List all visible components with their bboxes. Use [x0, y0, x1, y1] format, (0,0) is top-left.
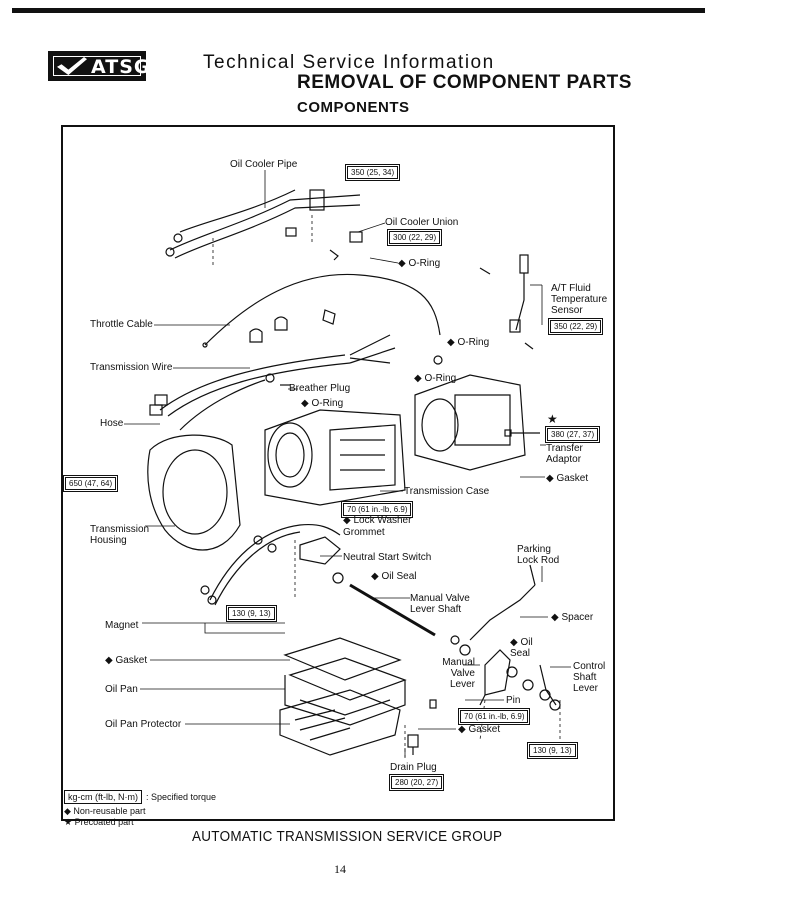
label-grommet: Grommet [343, 527, 385, 538]
footer-org: AUTOMATIC TRANSMISSION SERVICE GROUP [192, 828, 503, 845]
diagram-frame [61, 125, 615, 821]
label-oil-seal: ◆ Oil Seal [510, 637, 533, 659]
label-breather-plug: Breather Plug [289, 383, 351, 394]
label-drain-plug: Drain Plug [390, 762, 437, 773]
torque-box: 300 (22, 29) [387, 229, 443, 246]
label-throttle-cable: Throttle Cable [90, 319, 153, 330]
label-o-ring: ◆ O-Ring [398, 258, 441, 269]
label-oil-pan: Oil Pan [105, 684, 138, 695]
label-gasket: ◆ Gasket [105, 655, 148, 666]
label-gasket: ◆ Gasket [458, 724, 501, 735]
label-o-ring: ◆ O-Ring [447, 337, 490, 348]
label-neutral-start-switch: Neutral Start Switch [343, 552, 432, 563]
legend: kg-cm (ft-lb, N·m) : Specified torque ◆ … [64, 790, 216, 828]
top-rule [12, 8, 705, 13]
legend-precoated: ★ Precoated part [64, 817, 134, 827]
label-o-ring: ◆ O-Ring [414, 373, 457, 384]
atsg-logo: ATSG [48, 51, 149, 81]
label-transmission-housing: Transmission Housing [90, 524, 150, 546]
legend-unit-box: kg-cm (ft-lb, N·m) [64, 790, 142, 804]
label-magnet: Magnet [105, 620, 139, 631]
precoat-star: ★ [547, 412, 558, 426]
header-section: COMPONENTS [297, 99, 410, 116]
label-oil-seal: ◆ Oil Seal [371, 571, 417, 582]
torque-box: 280 (20, 27) [389, 774, 445, 791]
label-control-shaft-lever: Control Shaft Lever [573, 661, 606, 694]
label-lock-washer: ◆ Lock Washer [343, 515, 412, 526]
torque-box: 380 (27, 37) [545, 426, 601, 443]
label-pin: Pin [506, 695, 521, 706]
header-subtitle: REMOVAL OF COMPONENT PARTS [297, 72, 632, 93]
legend-unit-desc: : Specified torque [146, 792, 217, 802]
torque-box: 70 (61 in.-lb, 6.9) [458, 708, 531, 725]
label-transfer-adaptor: Transfer Adaptor [546, 443, 583, 465]
label-manual-valve-lever-shaft: Manual Valve Lever Shaft [410, 593, 470, 615]
label-hose: Hose [100, 418, 124, 429]
torque-box: 130 (9, 13) [226, 605, 277, 622]
label-parking-lock-rod: Parking Lock Rod [517, 544, 560, 566]
torque-box: 650 (47, 64) [63, 475, 119, 492]
torque-box: 350 (25, 34) [345, 164, 401, 181]
label-spacer: ◆ Spacer [551, 612, 594, 623]
torque-box: 350 (22, 29) [548, 318, 604, 335]
label-oil-pan-protector: Oil Pan Protector [105, 719, 182, 730]
legend-non-reusable: ◆ Non-reusable part [64, 806, 146, 816]
label-transmission-wire: Transmission Wire [90, 362, 173, 373]
label-manual-valve-lever: Manual Valve Lever [442, 657, 475, 690]
label-o-ring: ◆ O-Ring [301, 398, 344, 409]
page-number: 14 [334, 862, 346, 876]
label-af-fluid-sensor: A/T Fluid Temperature Sensor [551, 283, 608, 316]
label-gasket: ◆ Gasket [546, 473, 589, 484]
header-title: Technical Service Information [203, 52, 495, 73]
label-oil-cooler-pipe: Oil Cooler Pipe [230, 159, 298, 170]
label-oil-cooler-union: Oil Cooler Union [385, 217, 459, 228]
torque-box: 130 (9, 13) [527, 742, 578, 759]
torque-box: 70 (61 in.-lb, 6.9) [341, 501, 414, 518]
label-transmission-case: Transmission Case [404, 486, 490, 497]
